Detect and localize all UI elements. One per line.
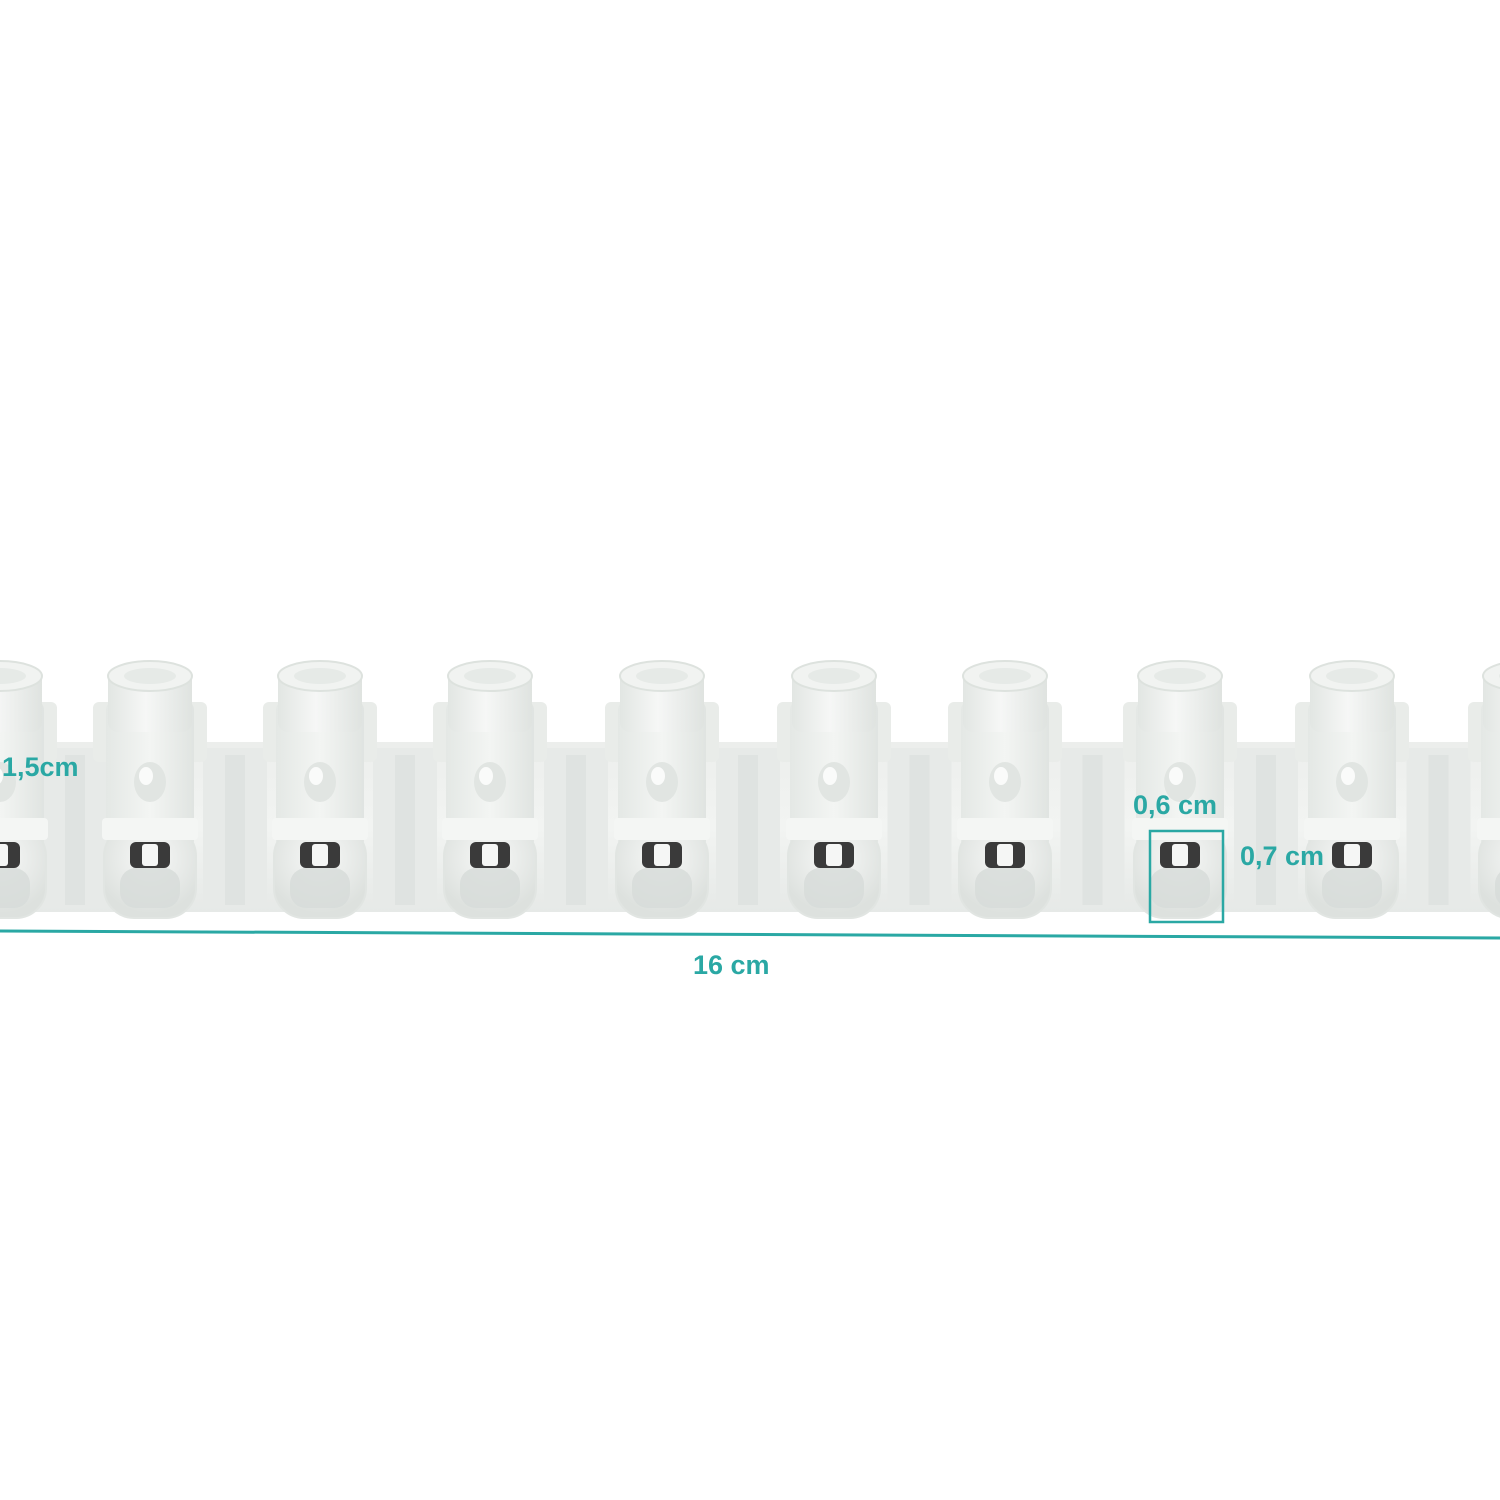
screw-glint xyxy=(139,767,153,785)
slot-height-dimension-label: 0,7 cm xyxy=(1240,841,1325,871)
terminal-unit xyxy=(1123,660,1237,919)
terminal-unit xyxy=(433,660,547,919)
separator-groove xyxy=(738,755,758,905)
length-dimension-label: 16 cm xyxy=(693,950,770,980)
screw-cap-hole xyxy=(294,668,346,684)
slot-width-dimension-label: 0,6 cm xyxy=(1133,790,1218,820)
slot-highlight-box xyxy=(1148,829,1225,924)
wire-entry-rim xyxy=(272,818,368,840)
screw-glint xyxy=(479,767,493,785)
separator-groove xyxy=(909,755,930,905)
screw-cap-hole xyxy=(979,668,1031,684)
clamp-slot xyxy=(1344,844,1360,866)
wire-hole xyxy=(1322,868,1382,908)
terminal-tower xyxy=(1481,700,1500,850)
wire-hole xyxy=(1495,872,1500,904)
wire-entry-rim xyxy=(786,818,882,840)
terminal-unit xyxy=(263,660,377,919)
clamp-slot xyxy=(312,844,328,866)
wire-hole xyxy=(632,868,692,908)
terminal-unit xyxy=(0,660,57,919)
separator-groove xyxy=(395,755,415,905)
wire-hole xyxy=(1150,868,1210,908)
wire-entry-rim xyxy=(957,818,1053,840)
screw-glint xyxy=(823,767,837,785)
wire-entry xyxy=(1478,826,1500,918)
terminal-unit xyxy=(1295,660,1409,919)
clamp-slot xyxy=(654,844,670,866)
terminal-unit xyxy=(948,660,1062,919)
screw-shadow xyxy=(0,762,16,802)
screw-cap-hole xyxy=(636,668,688,684)
separator-groove xyxy=(225,755,245,905)
wire-hole xyxy=(804,868,864,908)
wire-entry-rim xyxy=(1304,818,1400,840)
clamp-slot xyxy=(826,844,842,866)
screw-cap-hole xyxy=(1326,668,1378,684)
wire-entry-rim xyxy=(1477,818,1500,840)
screw-cap-hole xyxy=(124,668,176,684)
height-dimension-label: 1,5cm xyxy=(2,752,79,782)
screw-glint xyxy=(309,767,323,785)
terminal-unit xyxy=(93,660,207,919)
wire-hole xyxy=(975,868,1035,908)
length-dimension-line xyxy=(0,929,1500,940)
wire-entry-rim xyxy=(102,818,198,840)
clamp-slot xyxy=(1172,844,1188,866)
clamp-slot xyxy=(142,844,158,866)
screw-glint xyxy=(0,768,3,784)
separator-groove xyxy=(65,755,85,905)
clamp-slot xyxy=(997,844,1013,866)
screw-cap-hole xyxy=(808,668,860,684)
screw-glint xyxy=(1169,767,1183,785)
separator-groove xyxy=(1082,755,1103,905)
screw-cap-top xyxy=(1482,662,1500,690)
wire-entry-rim xyxy=(442,818,538,840)
screw-cap-hole xyxy=(1154,668,1206,684)
screw-cap-hole xyxy=(464,668,516,684)
separator-groove xyxy=(1428,755,1449,905)
terminal-unit xyxy=(605,660,719,919)
wire-hole xyxy=(120,868,180,908)
screw-glint xyxy=(1341,767,1355,785)
terminal-tower xyxy=(0,700,44,850)
separator-groove xyxy=(566,755,586,905)
terminal-unit xyxy=(1468,662,1500,918)
clamp-slot xyxy=(0,844,8,866)
wire-hole xyxy=(460,868,520,908)
wire-entry-rim xyxy=(614,818,710,840)
wire-hole xyxy=(290,868,350,908)
clamp-slot xyxy=(482,844,498,866)
separator-groove xyxy=(1256,755,1276,905)
wire-hole xyxy=(0,868,30,908)
terminal-unit xyxy=(777,660,891,919)
wire-entry-rim xyxy=(1132,818,1228,840)
wire-entry-rim xyxy=(0,818,48,840)
screw-glint xyxy=(651,767,665,785)
screw-glint xyxy=(994,767,1008,785)
screw-cap-hole xyxy=(0,668,26,684)
